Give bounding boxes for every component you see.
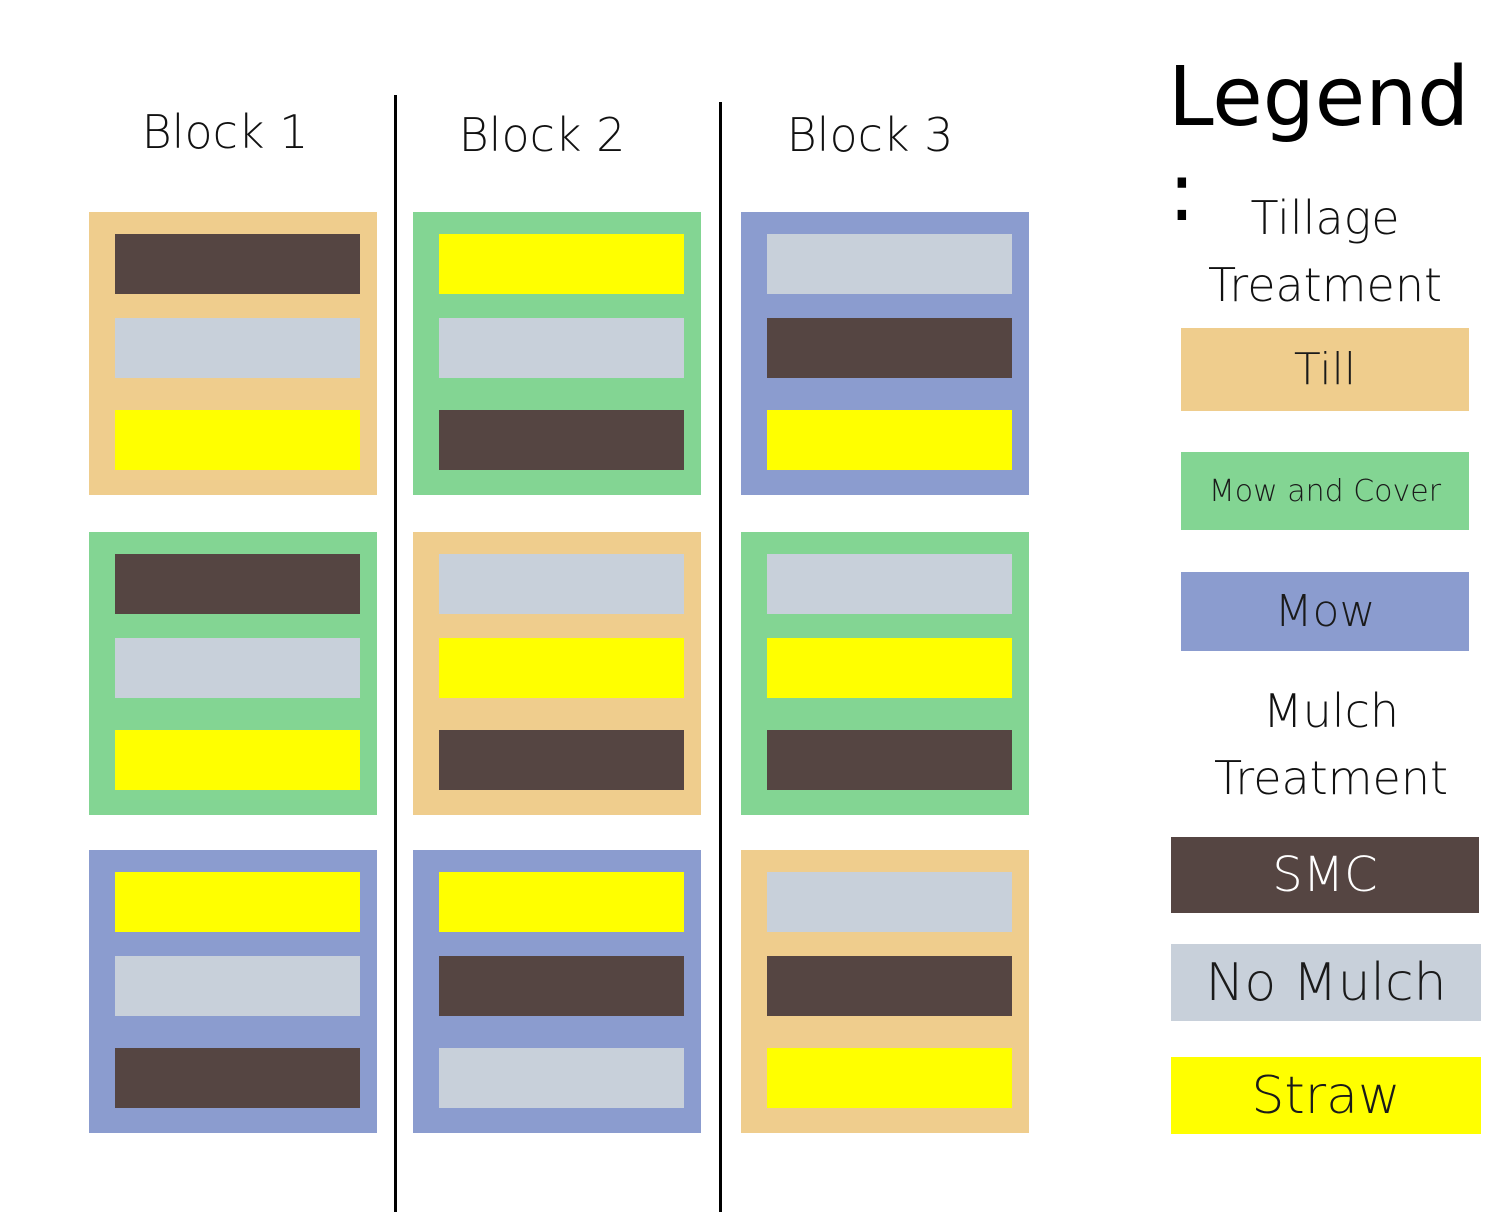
subplot-no-mulch	[767, 234, 1012, 294]
subplot-smc	[767, 318, 1012, 378]
plot-mow-and-cover	[741, 532, 1029, 815]
legend-mow: Mow	[1181, 572, 1469, 651]
subplot-straw	[439, 872, 684, 932]
plot-till	[741, 850, 1029, 1133]
plot-mow	[741, 212, 1029, 495]
block-2-title: Block 2	[458, 108, 626, 162]
plot-mow-and-cover	[89, 532, 377, 815]
block-divider	[719, 102, 722, 1212]
subplot-straw	[115, 730, 360, 790]
subplot-straw	[767, 410, 1012, 470]
block-1-title: Block 1	[141, 105, 309, 159]
subplot-straw	[439, 638, 684, 698]
plot-mow	[413, 850, 701, 1133]
subplot-no-mulch	[439, 1048, 684, 1108]
legend-no-mulch: No Mulch	[1171, 944, 1481, 1021]
legend-mow-and-cover: Mow and Cover	[1181, 452, 1469, 530]
subplot-smc	[767, 730, 1012, 790]
subplot-smc	[115, 1048, 360, 1108]
subplot-no-mulch	[115, 956, 360, 1016]
subplot-smc	[439, 956, 684, 1016]
subplot-no-mulch	[115, 318, 360, 378]
block-3-title: Block 3	[786, 108, 954, 162]
legend-title: Legend :	[1168, 50, 1470, 240]
subplot-no-mulch	[767, 554, 1012, 614]
subplot-no-mulch	[439, 318, 684, 378]
plot-till	[413, 532, 701, 815]
tillage-heading: Tillage Treatment	[1207, 191, 1443, 312]
subplot-smc	[767, 956, 1012, 1016]
subplot-no-mulch	[439, 554, 684, 614]
plot-mow-and-cover	[413, 212, 701, 495]
plot-till	[89, 212, 377, 495]
subplot-straw	[439, 234, 684, 294]
subplot-no-mulch	[767, 872, 1012, 932]
legend-straw: Straw	[1171, 1057, 1481, 1134]
legend-till: Till	[1181, 328, 1469, 411]
mulch-heading: Mulch Treatment	[1213, 684, 1449, 805]
plot-mow	[89, 850, 377, 1133]
legend-smc: SMC	[1171, 837, 1479, 913]
subplot-smc	[115, 554, 360, 614]
subplot-no-mulch	[115, 638, 360, 698]
subplot-straw	[767, 1048, 1012, 1108]
subplot-smc	[439, 730, 684, 790]
subplot-straw	[767, 638, 1012, 698]
block-divider	[394, 95, 397, 1212]
subplot-smc	[439, 410, 684, 470]
subplot-smc	[115, 234, 360, 294]
subplot-straw	[115, 410, 360, 470]
subplot-straw	[115, 872, 360, 932]
